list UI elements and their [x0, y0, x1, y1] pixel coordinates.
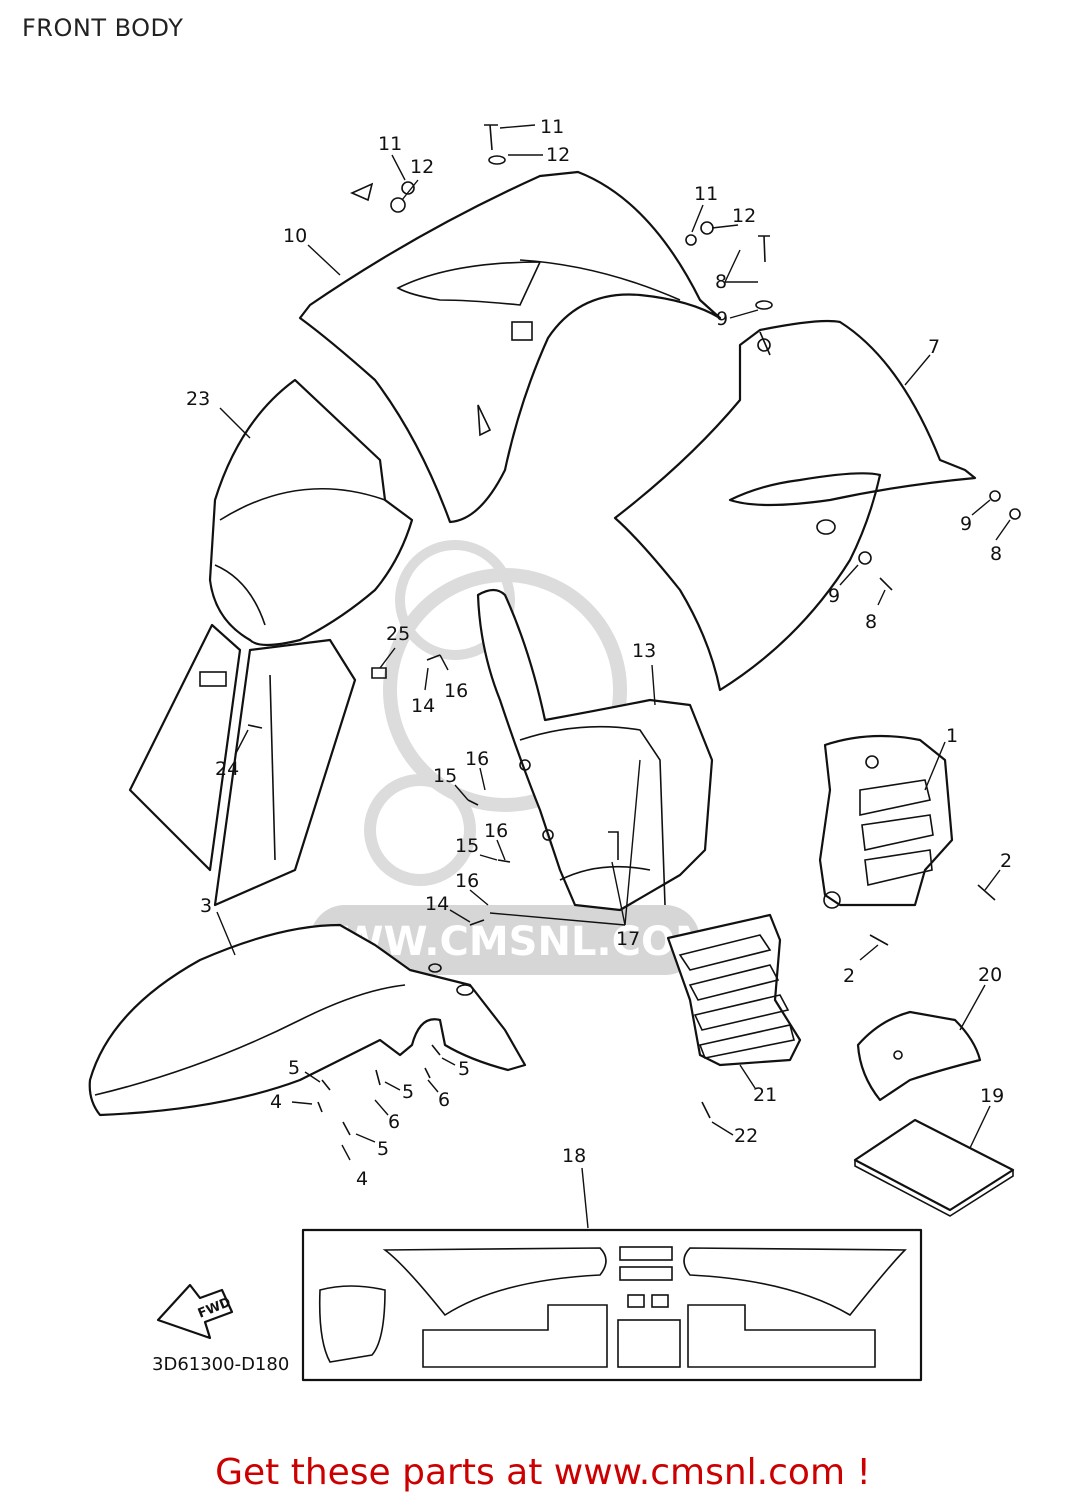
diagram-code: 3D61300-D180: [152, 1354, 290, 1375]
callout-5: 5: [458, 1058, 470, 1080]
callout-14: 14: [411, 695, 435, 717]
callout-2: 2: [843, 965, 855, 987]
callout-17: 17: [616, 928, 640, 950]
callout-4: 4: [270, 1091, 282, 1113]
callout-10: 10: [283, 225, 307, 247]
callout-6: 6: [388, 1111, 400, 1133]
callout-9: 9: [960, 513, 972, 535]
callout-2: 2: [1000, 850, 1012, 872]
part-10-upper-cowl[interactable]: [298, 170, 722, 524]
part-7-side-cowl[interactable]: [613, 319, 977, 692]
callout-21: 21: [753, 1084, 777, 1106]
callouts: 1 2 2 3 4 4 5 5 5 5 6 6 7 8 8 8 9 9: [186, 116, 1012, 1229]
callout-8: 8: [715, 271, 727, 293]
part-20-pad[interactable]: [856, 1010, 982, 1102]
callout-18: 18: [562, 1145, 586, 1167]
callout-20: 20: [978, 964, 1002, 986]
part-21-duct[interactable]: [666, 913, 802, 1067]
callout-9: 9: [828, 585, 840, 607]
callout-12: 12: [546, 144, 570, 166]
part-13-inner-panel[interactable]: [476, 588, 714, 912]
part-3-front-fender[interactable]: [88, 923, 527, 1117]
callout-16: 16: [465, 748, 489, 770]
callout-1: 1: [946, 725, 958, 747]
callout-25: 25: [386, 623, 410, 645]
callout-8: 8: [865, 611, 877, 633]
part-19-sheet[interactable]: [853, 1118, 1015, 1217]
page-title: FRONT BODY: [22, 14, 184, 42]
part-18-emblem-set[interactable]: [301, 1228, 923, 1382]
callout-4: 4: [356, 1168, 368, 1190]
callout-6: 6: [438, 1089, 450, 1111]
fwd-arrow-icon: FWD: [156, 1283, 233, 1340]
callout-16: 16: [444, 680, 468, 702]
callout-13: 13: [632, 640, 656, 662]
callout-15: 15: [455, 835, 479, 857]
callout-24: 24: [215, 758, 239, 780]
part-1-guard[interactable]: [818, 734, 954, 909]
callout-5: 5: [402, 1081, 414, 1103]
fasteners[interactable]: [247, 124, 1021, 1136]
callout-12: 12: [410, 156, 434, 178]
footer-promo-link[interactable]: Get these parts at www.cmsnl.com !: [215, 1452, 871, 1493]
callout-5: 5: [377, 1138, 389, 1160]
callout-12: 12: [732, 205, 756, 227]
callout-11: 11: [694, 183, 718, 205]
callout-14: 14: [425, 893, 449, 915]
callout-16: 16: [484, 820, 508, 842]
callout-3: 3: [200, 895, 212, 917]
callout-19: 19: [980, 1085, 1004, 1107]
callout-15: 15: [433, 765, 457, 787]
callout-16: 16: [455, 870, 479, 892]
callout-11: 11: [378, 133, 402, 155]
callout-9: 9: [716, 308, 728, 330]
callout-5: 5: [288, 1057, 300, 1079]
callout-11: 11: [540, 116, 564, 138]
callout-22: 22: [734, 1125, 758, 1147]
part-23-headlight-cover[interactable]: [128, 378, 414, 907]
callout-7: 7: [928, 336, 940, 358]
callout-23: 23: [186, 388, 210, 410]
callout-8: 8: [990, 543, 1002, 565]
